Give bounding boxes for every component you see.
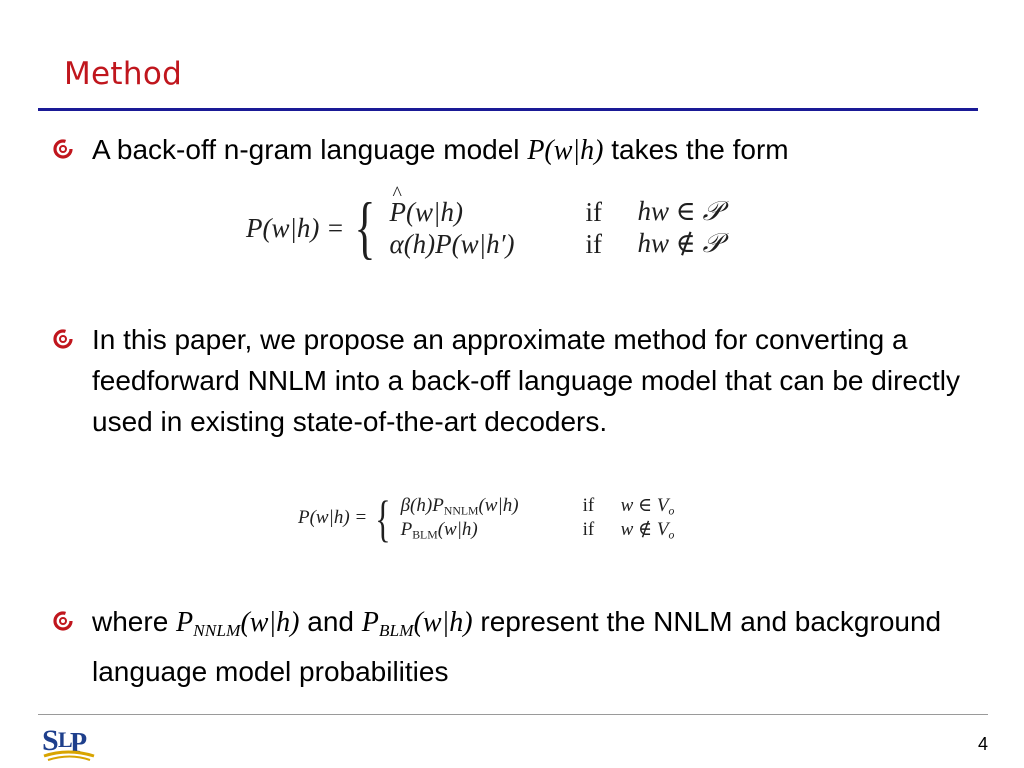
svg-text:L: L (58, 727, 73, 752)
equation-2-row-1-cond-sub: o (668, 504, 675, 518)
bullet-1-text-after: takes the form (611, 134, 789, 165)
equation-2-row-2: PBLM(w|h) if w ∉ Vo (401, 518, 675, 542)
bullet-swirl-icon (53, 611, 73, 631)
bullet-3-math-1-arg: (w|h) (240, 607, 300, 638)
equation-2-brace: { (375, 489, 391, 548)
bullet-3-text-1: where (92, 606, 169, 637)
equation-1-cases: P(w|h) if hw ∈ 𝒫 α(h)P(w|h′) if hw ∉ 𝒫 (390, 183, 722, 260)
equation-1: P(w|h) = { P(w|h) if hw ∈ 𝒫 α(h)P(w|h′) … (246, 183, 722, 267)
equation-1-row-1-if: if (585, 196, 603, 227)
equation-2-row-2-post: (w|h) (437, 518, 478, 540)
equation-1-row-1-expr: (w|h) (406, 196, 463, 227)
bullet-2-text: In this paper, we propose an approximate… (92, 324, 960, 437)
bullet-3-math-2-base: P (361, 607, 379, 638)
equation-1-row-2-cond: hw ∉ 𝒫 (637, 228, 722, 258)
equation-2-row-1-cond: w ∈ V (620, 495, 669, 516)
bullet-swirl-icon (53, 329, 73, 349)
equation-1-row-2-expr: α(h)P(w|h′) (389, 228, 515, 259)
bullet-3-math-2-arg: (w|h) (413, 607, 473, 638)
title-divider (38, 108, 978, 111)
bullet-1: A back-off n-gram language model P(w|h) … (53, 129, 972, 171)
bullet-3-text-3: represent the NNLM and background langua… (92, 606, 942, 687)
bullet-3: where PNNLM(w|h) and PBLM(w|h) represent… (53, 601, 972, 692)
bullet-3-math-1-base: P (176, 607, 194, 638)
equation-1-row-1: P(w|h) if hw ∈ 𝒫 (390, 183, 722, 228)
bullet-3-math-2-sub: BLM (378, 620, 414, 640)
equation-2-cases: β(h)PNNLM(w|h) if w ∈ Vo PBLM(w|h) if w … (401, 494, 675, 543)
equation-2-row-1-if: if (582, 495, 595, 517)
slide-title: Method (64, 56, 183, 92)
equation-2-row-1-pre: β(h)P (400, 494, 444, 516)
bullet-swirl-icon (53, 139, 73, 159)
bullet-1-math: P(w|h) (527, 135, 604, 166)
equation-2-row-1-sub: NNLM (443, 503, 479, 517)
equation-2-row-2-cond-sub: o (668, 528, 675, 542)
equation-1-lhs: P(w|h) = (246, 212, 345, 243)
equation-2-row-1: β(h)PNNLM(w|h) if w ∈ Vo (401, 494, 675, 518)
bullet-3-text-2: and (307, 606, 354, 637)
footer-divider (38, 714, 988, 715)
equation-1-brace: { (354, 188, 376, 267)
equation-1-row-2-if: if (585, 228, 603, 259)
bullet-3-math-1-sub: NNLM (193, 620, 241, 640)
equation-2-row-2-cond: w ∉ V (620, 519, 669, 541)
equation-1-row-1-hat-p: P (390, 183, 407, 228)
equation-2-row-1-post: (w|h) (478, 494, 519, 516)
bullet-3-math-1: PNNLM(w|h) (176, 607, 300, 640)
page-number: 4 (978, 734, 989, 754)
slp-logo-icon: S L P (42, 724, 95, 761)
bullet-3-math-2: PBLM(w|h) (361, 607, 473, 640)
bullet-2: In this paper, we propose an approximate… (53, 319, 972, 442)
bullet-1-text-before: A back-off n-gram language model (92, 134, 520, 165)
equation-2-row-2-pre: P (400, 518, 413, 540)
equation-1-row-2: α(h)P(w|h′) if hw ∉ 𝒫 (390, 228, 722, 260)
equation-2-row-2-sub: BLM (412, 528, 438, 542)
equation-1-row-1-cond: hw ∈ 𝒫 (637, 196, 722, 226)
equation-2: P(w|h) = { β(h)PNNLM(w|h) if w ∈ Vo PBLM… (298, 489, 675, 548)
equation-2-row-2-if: if (582, 519, 595, 541)
svg-text:S: S (42, 724, 59, 757)
equation-2-lhs: P(w|h) = (298, 507, 368, 529)
